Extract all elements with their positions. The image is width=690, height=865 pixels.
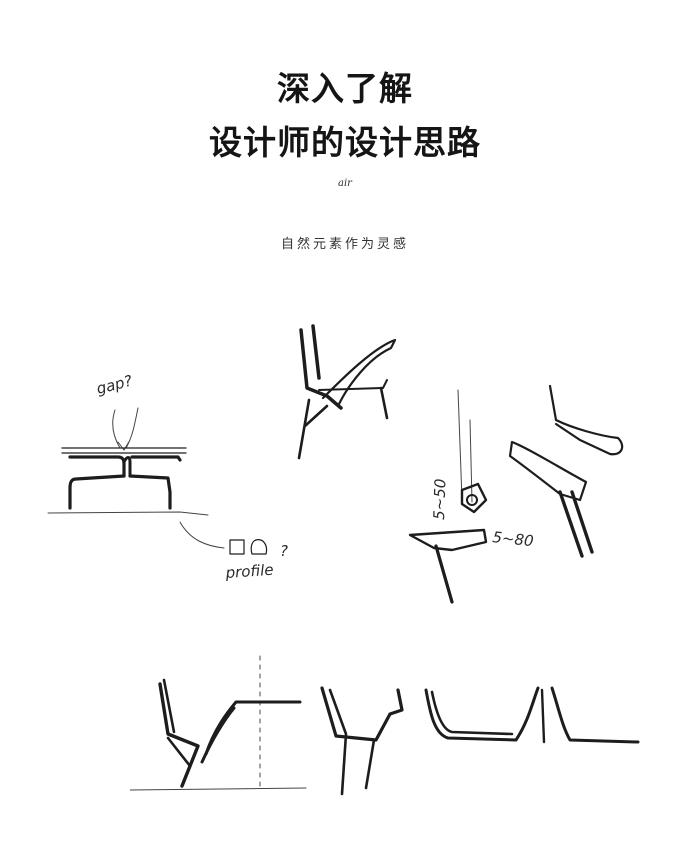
note-gap: gap?	[95, 372, 135, 398]
sketch-chair-desk	[130, 650, 310, 800]
note-angle-1: 5~50	[430, 478, 449, 520]
sketch-chair-recline	[283, 318, 413, 468]
sketch-angle-study: 5~50 5~80	[400, 380, 640, 610]
note-profile: profile	[224, 561, 274, 582]
sketch-table-gap: gap? ? profile	[40, 350, 310, 590]
air-tag: air	[338, 178, 352, 189]
note-angle-2: 5~80	[492, 528, 535, 550]
title-block: 深入了解 设计师的设计思路	[0, 62, 690, 170]
page-subtitle: 自然元素作为灵感	[280, 237, 409, 252]
page-title-line-2: 设计师的设计思路	[209, 123, 481, 162]
page-title-line-1: 深入了解	[277, 69, 413, 108]
note-question: ?	[280, 542, 288, 560]
sketch-bench-rail	[420, 682, 650, 762]
sketch-armchair	[312, 676, 412, 796]
